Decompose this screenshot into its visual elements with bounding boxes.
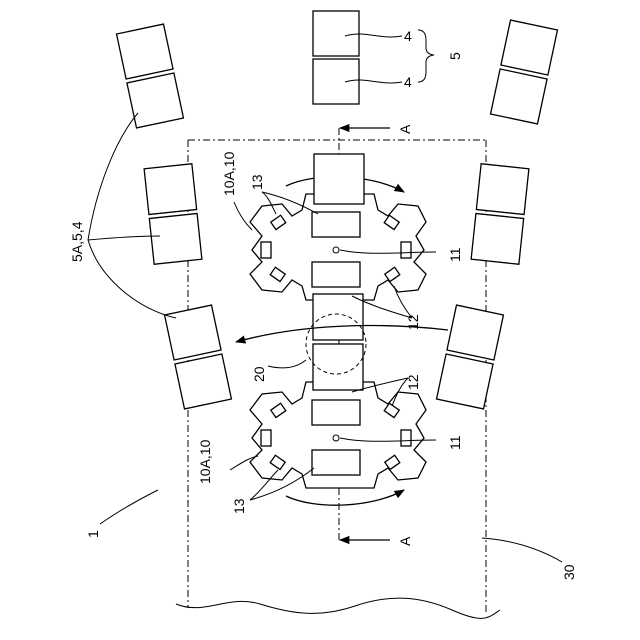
ref-13-upper: 13: [249, 174, 265, 190]
ref-12-upper: 12: [405, 314, 421, 330]
ref-1: 1: [85, 530, 101, 538]
ref-20: 20: [251, 366, 267, 382]
ref-30: 30: [561, 564, 577, 580]
ref-12-lower: 12: [405, 374, 421, 390]
plates-5a-left: [117, 24, 232, 409]
ref-11-upper: 11: [447, 247, 463, 262]
ref-10a-lower: 10A,10: [197, 439, 213, 484]
ref-11-lower: 11: [447, 435, 463, 450]
leaders-5a: [88, 113, 176, 318]
ref-5a-5-4: 5A,5,4: [69, 221, 85, 262]
section-label-top: A: [397, 124, 413, 134]
ref-4-lower: 4: [404, 74, 412, 90]
ref-4-upper: 4: [404, 28, 412, 44]
section-label-bottom: A: [397, 536, 413, 546]
plates-right: [437, 20, 558, 409]
ref-5: 5: [447, 52, 463, 60]
ref-13-lower: 13: [231, 498, 247, 514]
ref-10a-upper: 10A,10: [221, 151, 237, 196]
rotary-table-lower: [250, 382, 426, 505]
plate-group-5: [313, 11, 434, 104]
